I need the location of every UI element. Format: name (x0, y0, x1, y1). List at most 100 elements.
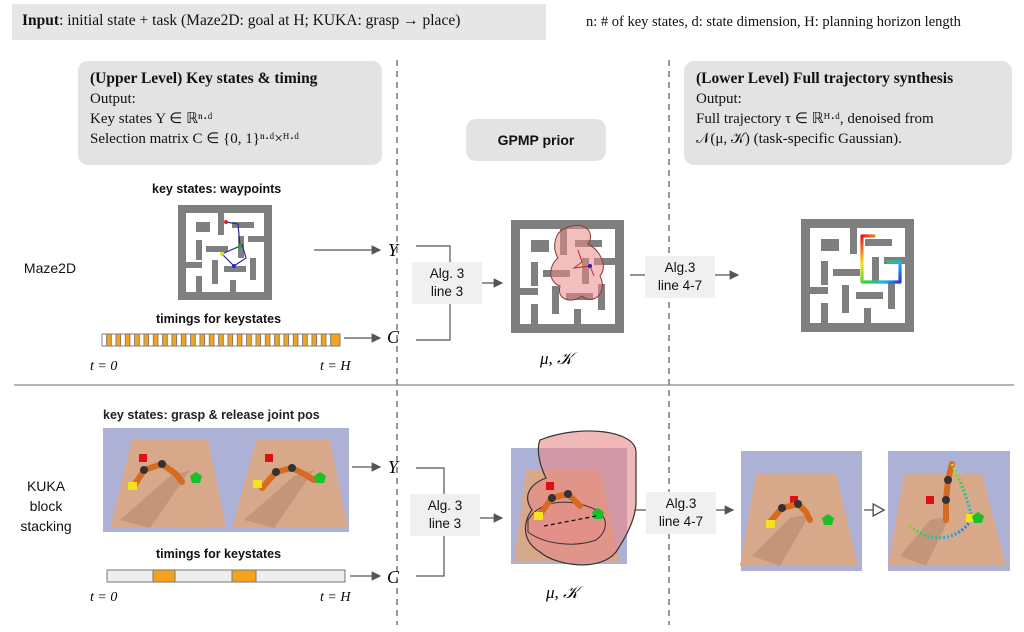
kuka-output-scene-2 (888, 451, 1010, 571)
maze-timing-cell (288, 333, 294, 347)
maze-Y-label: Y (388, 240, 400, 260)
upper-level-output: Output: (90, 91, 136, 107)
maze-timing-segment (134, 333, 140, 347)
maze-timing-segment (255, 333, 262, 347)
maze-t0-label: t = 0 (90, 359, 117, 374)
maze-C-label: C (387, 327, 400, 347)
kuka-alg-left-box: Alg. 3 line 3 (410, 494, 480, 536)
maze-timing-segment (180, 333, 187, 347)
notation-legend: n: # of key states, d: state dimension, … (586, 14, 961, 30)
kuka-timings-caption: timings for keystates (156, 547, 282, 561)
kuka-Y-label: Y (388, 457, 400, 477)
maze-timing-cell (297, 333, 304, 347)
maze-timing-segment (171, 333, 178, 347)
maze-timing-bar (101, 333, 341, 347)
maze-timing-cell (222, 333, 229, 347)
maze-timing-segment (311, 333, 318, 347)
kuka-label-line-1: KUKA (26, 478, 66, 494)
kuka-label-line-3: stacking (20, 518, 72, 534)
maze-timing-cell (278, 333, 285, 347)
kuka-prior-image (511, 430, 637, 566)
lower-level-output: Output: (696, 91, 742, 107)
input-description: Input: initial state + task (Maze2D: goa… (22, 12, 460, 30)
maze-timing-segment (320, 333, 327, 347)
lower-level-title: (Lower Level) Full trajectory synthesis (696, 70, 954, 87)
maze-timing-segment (283, 333, 290, 347)
maze-alg-right-box: Alg.3 line 4-7 (645, 256, 715, 298)
maze-prior-label: μ, 𝒦 (539, 349, 578, 368)
maze-timing-segment (152, 333, 159, 347)
upper-level-selection-matrix: Selection matrix C ∈ {0, 1}ⁿ·ᵈ×ᴴ·ᵈ (90, 131, 300, 147)
maze-timing-cell (101, 333, 108, 347)
kuka-key-states-image (103, 428, 349, 532)
maze-alg-left-line-1: Alg. 3 (429, 266, 465, 281)
maze-timing-cell (241, 333, 248, 347)
maze-timing-segment (143, 333, 150, 347)
maze-timing-segment (264, 333, 271, 347)
maze-timing-cell (129, 333, 136, 347)
maze-alg-left-box: Alg. 3 line 3 (412, 262, 482, 304)
maze-timing-cell (148, 333, 154, 347)
kuka-alg-right-line-1: Alg.3 (665, 496, 697, 511)
maze-alg-right-line-1: Alg.3 (664, 260, 696, 275)
gpmp-prior-label: GPMP prior (497, 132, 575, 148)
maze-timing-segment (115, 333, 122, 347)
gpmp-prior-box: GPMP prior (466, 119, 606, 161)
maze-timing-cell (138, 333, 145, 347)
maze-timing-segment (190, 333, 196, 347)
maze-timing-cell (260, 333, 266, 347)
kuka-alg-right-box: Alg.3 line 4-7 (646, 492, 716, 534)
lower-level-panel: (Lower Level) Full trajectory synthesis … (684, 61, 1012, 165)
input-text: : initial state + task (Maze2D: goal at … (59, 12, 461, 29)
maze-timing-cell (204, 333, 210, 347)
maze-timing-cell (325, 333, 332, 347)
upper-level-key-states: Key states Y ∈ ℝⁿ·ᵈ (90, 111, 213, 127)
lower-level-trajectory: Full trajectory τ ∈ ℝᴴ·ᵈ, denoised from (696, 111, 934, 127)
kuka-label-line-2: block (29, 498, 63, 514)
kuka-alg-right-line-2: line 4-7 (658, 514, 704, 529)
kuka-C-label: C (387, 567, 400, 587)
maze-timings-caption: timings for keystates (156, 312, 282, 326)
maze-timing-cell (316, 333, 322, 347)
maze-timing-segment (292, 333, 299, 347)
maze-timing-segment (274, 333, 280, 347)
maze-timing-segment (302, 333, 308, 347)
maze-timing-segment (124, 333, 131, 347)
input-box (12, 4, 546, 40)
maze-timing-cell (166, 333, 173, 347)
maze-trajectory-image (801, 219, 914, 332)
upper-level-title: (Upper Level) Key states & timing (90, 70, 318, 87)
kuka-key-states-caption: key states: grasp & release joint pos (103, 408, 320, 422)
maze-timing-cell (250, 333, 257, 347)
kuka-t0-label: t = 0 (90, 590, 117, 605)
upper-level-panel: (Upper Level) Key states & timing Output… (78, 61, 382, 165)
kuka-row-label: KUKA block stacking (10, 476, 82, 536)
maze-key-states-caption: key states: waypoints (152, 182, 282, 196)
maze-timing-segment (236, 333, 243, 347)
kuka-alg-left-line-2: line 3 (428, 516, 462, 531)
maze-alg-right-line-2: line 4-7 (657, 278, 703, 293)
maze-row-label: Maze2D (23, 260, 77, 276)
maze-timing-segment (218, 333, 224, 347)
kuka-timing-bar (106, 569, 346, 583)
maze-timing-cell (176, 333, 182, 347)
maze-timing-segment (246, 333, 252, 347)
kuka-alg-left-line-1: Alg. 3 (427, 498, 463, 513)
maze-timing-cell (157, 333, 164, 347)
maze-timing-cell (185, 333, 192, 347)
maze-timing-cell (110, 333, 117, 347)
maze-timing-cell (194, 333, 201, 347)
maze-timing-cell (120, 333, 126, 347)
maze-timing-cell (269, 333, 276, 347)
maze-timing-segment (330, 333, 341, 347)
lower-level-gaussian: 𝒩(μ, 𝒦) (task-specific Gaussian). (696, 131, 902, 147)
maze-key-states-image (178, 205, 272, 300)
maze-timing-segment (227, 333, 234, 347)
maze-timing-cell (306, 333, 313, 347)
maze-timing-segment (106, 333, 112, 347)
input-bold: Input (22, 12, 60, 29)
maze-timing-cell (213, 333, 220, 347)
maze-prior-image (511, 220, 624, 333)
maze-timing-cell (232, 333, 238, 347)
maze-timing-segment (199, 333, 206, 347)
